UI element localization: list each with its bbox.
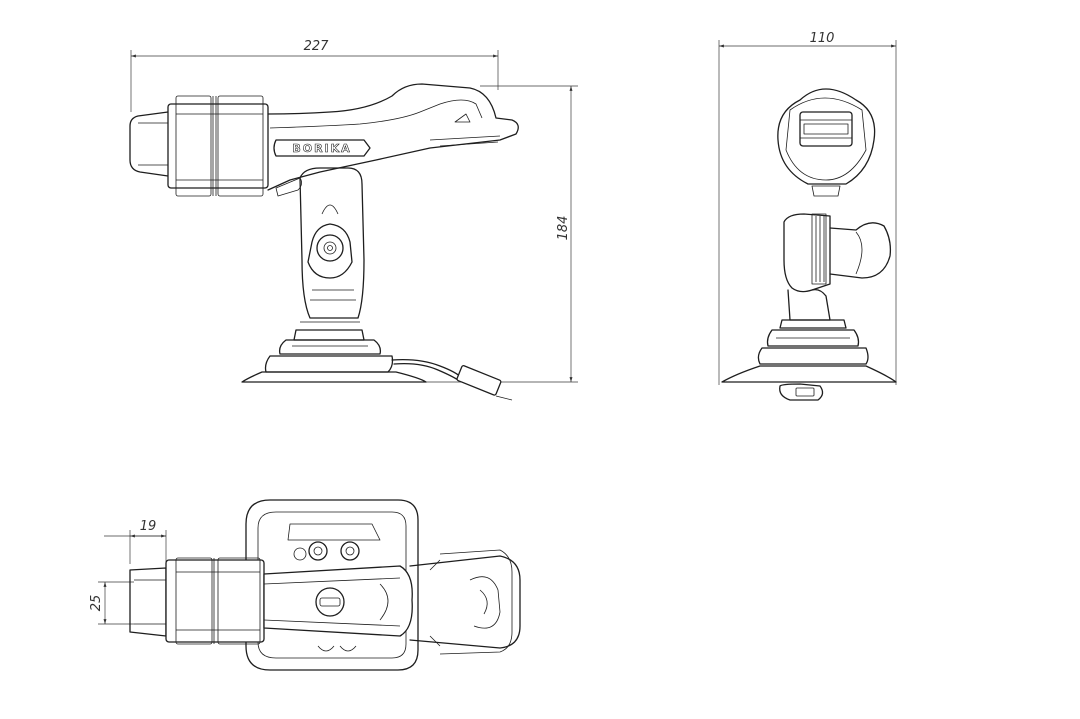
dimension-label-227: 227 [304, 39, 330, 54]
brand-label: BORIKA [292, 142, 351, 155]
front-swivel [783, 213, 892, 321]
holder-arm: BORIKA [267, 83, 519, 197]
swivel-body [299, 167, 365, 319]
side-view: 227 184 [129, 39, 578, 401]
top-arm [263, 565, 413, 637]
top-clip [409, 549, 521, 655]
dimension-25: 25 [89, 581, 134, 625]
top-view: 19 25 [89, 499, 521, 671]
front-tube [777, 88, 876, 197]
dimension-184: 184 [392, 85, 578, 383]
dimension-19: 19 [104, 519, 167, 564]
side-knob [307, 223, 353, 279]
front-base [721, 319, 897, 401]
front-view: 110 [718, 31, 897, 401]
side-base [241, 321, 513, 401]
dimension-label-19: 19 [140, 519, 157, 534]
dimension-label-110: 110 [810, 31, 835, 46]
top-rod-holder [129, 557, 265, 645]
dimension-227: 227 [130, 39, 499, 112]
top-base-plate [245, 499, 419, 671]
dimension-label-25: 25 [89, 595, 104, 612]
dimension-label-184: 184 [556, 216, 571, 241]
dimension-110: 110 [718, 31, 897, 385]
rod-holder [129, 95, 269, 197]
